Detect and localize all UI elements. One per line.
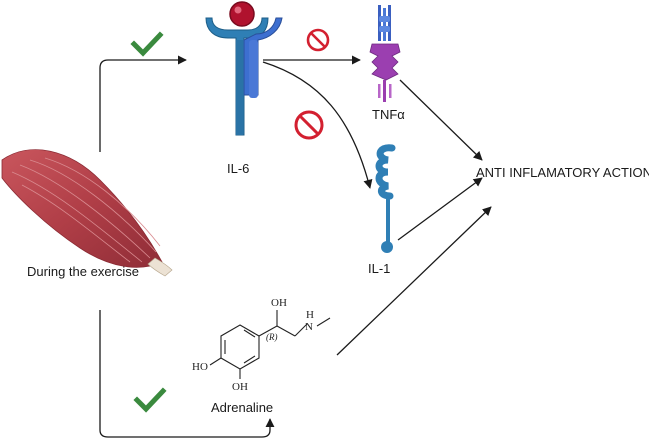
arrow-il6-to-il1 [262, 61, 373, 189]
adrenaline-structure [209, 310, 331, 379]
arrow-exercise-to-il6 [99, 55, 187, 152]
muscle-illustration [1, 149, 173, 277]
label-tnf: TNFα [372, 107, 405, 122]
arrow-il1-to-action [397, 177, 483, 241]
label-h: H [306, 309, 314, 321]
label-il6: IL-6 [227, 161, 250, 176]
prohibited-icon [294, 110, 324, 140]
label-oh-top: OH [271, 297, 287, 309]
label-stereo: (R) [266, 332, 278, 342]
check-icon [130, 31, 164, 57]
label-ho: HO [192, 361, 208, 373]
arrow-adrenaline-to-action [336, 206, 492, 356]
adrenaline-structure-labels: OH N H (R) HO OH [192, 297, 314, 393]
il6-receptor-icon [205, 1, 283, 136]
il1-receptor-icon [375, 144, 396, 253]
label-nh: N [305, 321, 313, 333]
label-anti-inflammatory-action: ANTI INFLAMATORY ACTION [476, 165, 649, 180]
arrow-exercise-to-adrenaline [99, 310, 275, 438]
prohibited-icon [306, 28, 330, 52]
check-icon [133, 387, 167, 413]
tnf-receptor-icon [369, 5, 401, 102]
label-il1: IL-1 [368, 261, 391, 276]
label-oh-bottom: OH [232, 381, 248, 393]
arrow-tnf-to-action [399, 79, 483, 161]
label-during-exercise: During the exercise [27, 264, 139, 279]
label-adrenaline: Adrenaline [211, 400, 274, 415]
